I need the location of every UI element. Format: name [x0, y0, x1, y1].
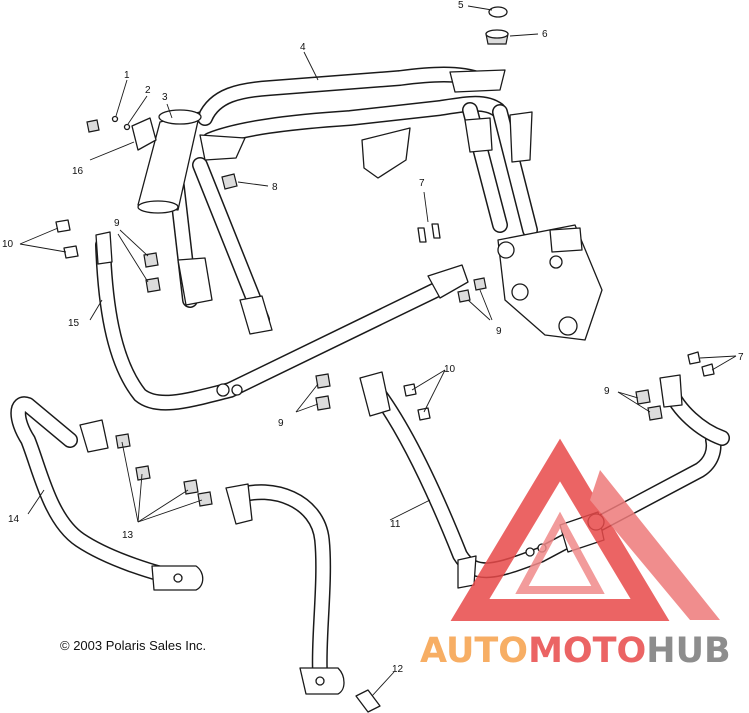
callout-8: 8 — [272, 182, 278, 193]
callout-7-right: 7 — [738, 352, 744, 363]
watermark-inner-triangle-icon — [515, 511, 605, 594]
callout-2: 2 — [145, 85, 151, 96]
right-crash-bar — [225, 483, 345, 695]
callout-7-upper: 7 — [419, 178, 425, 189]
callout-6: 6 — [542, 29, 548, 40]
watermark-triangle-right-icon — [590, 470, 720, 620]
callout-11: 11 — [390, 519, 401, 530]
callout-9-right: 9 — [604, 386, 610, 397]
main-frame — [137, 66, 603, 341]
callout-leader-lines — [19, 5, 737, 697]
callout-15: 15 — [68, 318, 80, 329]
callout-3: 3 — [162, 92, 168, 103]
callout-1: 1 — [124, 70, 130, 81]
callout-12: 12 — [392, 664, 404, 675]
callout-9-frame: 9 — [496, 326, 502, 337]
left-lower-frame-rail — [95, 231, 469, 411]
svg-text:AUTOMOTOHUB: AUTOMOTOHUB — [420, 631, 731, 671]
callout-9-upper: 9 — [114, 218, 120, 229]
callout-13: 13 — [122, 530, 134, 541]
callout-10-left: 10 — [2, 239, 14, 250]
watermark-word-moto: MOTO — [528, 631, 646, 671]
callout-14: 14 — [8, 514, 20, 525]
left-crash-bar — [10, 396, 204, 591]
callout-10-right: 10 — [444, 364, 456, 375]
callout-16: 16 — [72, 166, 84, 177]
hardware-fasteners — [55, 6, 715, 713]
callout-5: 5 — [458, 0, 464, 11]
callout-9-center: 9 — [278, 418, 284, 429]
callout-numbers: 1 2 3 4 5 6 8 7 9 10 15 16 9 9 10 9 7 11… — [2, 0, 744, 675]
watermark-word-auto: AUTO — [420, 631, 528, 671]
watermark-triangle-icon — [450, 438, 670, 621]
copyright-notice: © 2003 Polaris Sales Inc. — [60, 638, 206, 653]
automotohub-watermark: AUTOMOTOHUB — [420, 438, 731, 671]
watermark-word-hub: HUB — [646, 631, 730, 671]
callout-4: 4 — [300, 42, 306, 53]
